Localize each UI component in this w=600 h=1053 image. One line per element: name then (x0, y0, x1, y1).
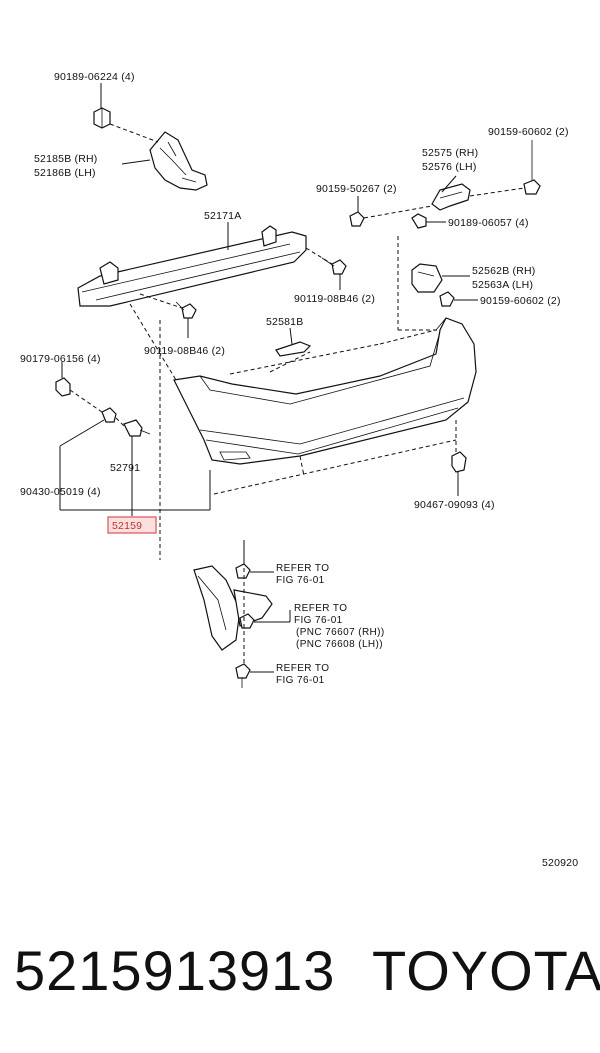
clip-90189-06224 (93, 107, 111, 129)
screw-52791 (123, 419, 151, 437)
refer-2-line1: REFER TO (294, 603, 347, 614)
bolt-90159-60602-top (523, 140, 541, 195)
label-52563a: 52563A (LH) (472, 279, 533, 291)
label-90159-60602-lower: 90159-60602 (2) (480, 295, 561, 307)
label-90189-06224: 90189-06224 (4) (54, 71, 135, 83)
label-52575: 52575 (RH) (422, 147, 478, 159)
label-90119-08b46-right: 90119-08B46 (2) (294, 293, 375, 305)
side-retainer-upper (431, 183, 471, 211)
label-90430-05019: 90430-05019 (4) (20, 486, 101, 498)
side-retainer-lower (411, 263, 443, 293)
label-52159: 52159 (112, 520, 142, 532)
figure-code: 520920 (542, 857, 578, 869)
nut-90179-06156 (55, 377, 71, 397)
refer-2-line2: FIG 76-01 (294, 615, 343, 626)
label-90179-06156: 90179-06156 (4) (20, 353, 101, 365)
nut-90430-05019 (101, 407, 117, 423)
part-number: 5215913913 (14, 939, 336, 1002)
label-90159-60602-top: 90159-60602 (2) (488, 126, 569, 138)
highlight-box (107, 516, 157, 534)
rear-bumper-cover (173, 317, 477, 465)
bolt-lower-refer (235, 663, 251, 688)
refer-1-line1: REFER TO (276, 563, 329, 574)
clip-90467-09093 (451, 451, 467, 473)
label-52171a: 52171A (204, 210, 241, 222)
label-90159-50267: 90159-50267 (2) (316, 183, 397, 195)
bolt-90159-60602-lower (439, 291, 455, 307)
label-52186b: 52186B (LH) (34, 167, 96, 179)
refer-2-line3: (PNC 76607 (RH)) (296, 627, 385, 638)
mud-flap (193, 565, 273, 651)
clip-upper-refer (235, 563, 251, 579)
label-52562b: 52562B (RH) (472, 265, 535, 277)
label-52791: 52791 (110, 462, 140, 474)
label-90189-06057: 90189-06057 (4) (448, 217, 529, 229)
label-52576: 52576 (LH) (422, 161, 477, 173)
label-90467-09093: 90467-09093 (4) (414, 499, 495, 511)
bumper-reinforcement (77, 225, 307, 307)
label-52185b: 52185B (RH) (34, 153, 97, 165)
reflector-52581b (275, 341, 312, 357)
clip-90189-06057 (411, 213, 427, 229)
part-caption: 5215913913 TOYOTA (14, 938, 600, 1003)
highlighted-part-52159[interactable]: 52159 (107, 516, 157, 534)
bolt-90119-08b46-right (321, 257, 347, 275)
bolt-90119-08b46-left (175, 301, 197, 319)
label-90119-08b46-left: 90119-08B46 (2) (144, 345, 225, 357)
refer-3-line1: REFER TO (276, 663, 329, 674)
refer-1-line2: FIG 76-01 (276, 575, 325, 586)
bolt-90159-50267 (349, 211, 365, 227)
brand-name: TOYOTA (372, 939, 600, 1002)
refer-3-line2: FIG 76-01 (276, 675, 325, 686)
label-52581b: 52581B (266, 316, 303, 328)
bumper-side-bracket (149, 131, 208, 191)
refer-2-line4: (PNC 76608 (LH)) (296, 639, 383, 650)
